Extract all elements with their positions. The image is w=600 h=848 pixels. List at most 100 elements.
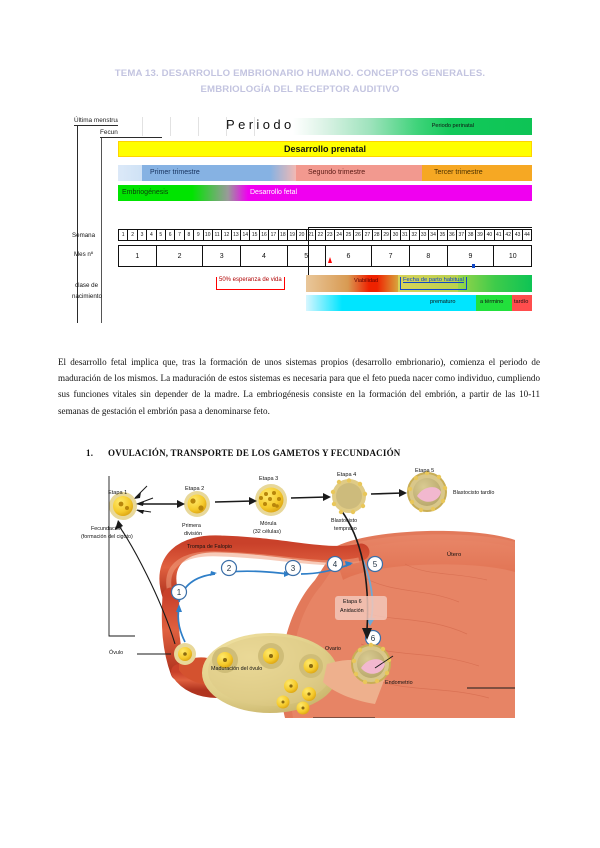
segment-parto-green	[458, 275, 532, 292]
week-cell: 24	[335, 230, 345, 240]
row-embriogenesis: Embriogénesis Desarrollo fetal	[118, 185, 532, 201]
month-cell: 3	[203, 246, 242, 266]
week-cell: 6	[166, 230, 176, 240]
segment-label-segundo-trimestre: Segundo trimestre	[308, 168, 366, 176]
stage-4-early-blastocyst	[330, 478, 368, 515]
svg-text:6: 6	[371, 634, 376, 643]
week-cell: 40	[485, 230, 495, 240]
week-cell: 1	[119, 230, 129, 240]
path-markers	[170, 555, 384, 647]
segment-embriogenesis-fade	[192, 185, 228, 201]
stage-3-caption-line2: (32 células)	[253, 529, 281, 535]
week-cell: 35	[438, 230, 448, 240]
week-cell: 16	[260, 230, 270, 240]
row-viabilidad: 50% esperanza de vida Viabilidad Fecha d…	[118, 275, 532, 292]
week-cell: 26	[354, 230, 364, 240]
svg-text:1: 1	[177, 588, 182, 597]
label-utero: Útero	[447, 552, 462, 558]
birth-axis-label-line2: nacimiento	[72, 293, 102, 300]
stage-2-title: Etapa 2	[185, 486, 205, 492]
stage-2-caption-line2: división	[184, 531, 202, 537]
stage-1-caption-line2: (formación del cigoto)	[81, 534, 133, 540]
week-cell: 31	[401, 230, 411, 240]
stage-5-late-blastocyst	[407, 470, 448, 513]
page-title: TEMA 13. DESARROLLO EMBRIONARIO HUMANO. …	[55, 66, 545, 98]
week-cell: 3	[138, 230, 148, 240]
stage-2-two-cell	[184, 491, 210, 517]
red-marker-arrow-icon	[328, 257, 332, 263]
label-ovulo: Óvulo	[109, 650, 124, 656]
page-title-line2: EMBRIOLOGÍA DEL RECEPTOR AUDITIVO	[200, 83, 400, 95]
stage-3-title: Etapa 3	[259, 476, 279, 482]
svg-text:4: 4	[333, 560, 338, 569]
week-cell: 23	[326, 230, 335, 240]
segment-label-embriogenesis: Embriogénesis	[122, 188, 169, 196]
month-cell: 8	[410, 246, 448, 266]
week-cell: 13	[232, 230, 242, 240]
week-cell: 2	[128, 230, 138, 240]
week-cell: 44	[524, 231, 530, 238]
fallopian-tube	[159, 535, 370, 605]
week-cell: 34	[429, 230, 439, 240]
segment-tardio	[512, 295, 532, 311]
segment-label-desarrollo-fetal: Desarrollo fetal	[250, 188, 298, 196]
segment-viabilidad-gradient	[348, 275, 398, 292]
week-cell: 28	[373, 230, 382, 240]
segment-periodo-perinatal: Periodo perinatal	[293, 118, 532, 135]
week-cell: 32	[410, 230, 420, 240]
stage-1-title: Etapa 1	[108, 490, 128, 496]
week-cell: 43	[513, 230, 523, 240]
section-heading-text: OVULACIÓN, TRANSPORTE DE LOS GAMETOS Y F…	[108, 448, 401, 458]
week-cell: 17	[269, 230, 279, 240]
birth-axis-label-line1: clase de	[75, 282, 99, 289]
week-cell: 8	[185, 230, 195, 240]
segment-parto-gradient	[398, 275, 458, 292]
segment-a-termino	[476, 295, 512, 311]
svg-text:2: 2	[227, 564, 232, 573]
month-cell: 6	[326, 246, 373, 266]
row-desarrollo-prenatal: Desarrollo prenatal	[118, 141, 532, 157]
segment-label-tercer-trimestre: Tercer trimestre	[434, 168, 483, 176]
segment-label-tardio: tardío	[514, 299, 529, 305]
fecundacion-tick	[101, 138, 102, 323]
segment-desarrollo-fetal	[248, 185, 532, 201]
week-cell: 20	[297, 230, 307, 240]
section-heading: 1.OVULACIÓN, TRANSPORTE DE LOS GAMETOS Y…	[86, 448, 400, 458]
month-cell: 1	[119, 246, 157, 266]
months-axis-label: Mes nº	[74, 251, 94, 258]
stage-3-morula	[255, 484, 287, 516]
month-cell: 5	[288, 246, 326, 266]
segment-primer-trimestre	[142, 165, 270, 181]
week-cell: 25	[344, 230, 354, 240]
blue-marker-tick-icon	[472, 264, 475, 268]
implantation-stage-title: Etapa 6	[343, 599, 362, 605]
week-cell: 41	[495, 230, 505, 240]
week-cell: 11	[213, 230, 223, 240]
week-cell: 10	[204, 230, 213, 240]
month-cell: 7	[372, 246, 410, 266]
month-cell: 2	[157, 246, 204, 266]
birth-bracket-horizontal	[308, 227, 532, 228]
week-cell: 30	[391, 230, 401, 240]
segment-embriogenesis	[118, 185, 192, 201]
row-trimestres: Primer trimestre Segundo trimestre Terce…	[118, 165, 532, 181]
stage-5-title: Etapa 5	[415, 468, 435, 474]
segment-fetal-fade	[228, 185, 248, 201]
week-cell: 21	[307, 230, 317, 240]
stage-1-zygote	[109, 485, 154, 520]
segment-segundo-trimestre	[296, 165, 422, 181]
week-cell: 4	[147, 230, 157, 240]
birth-bracket-vertical	[308, 227, 309, 275]
week-cell: 18	[279, 230, 289, 240]
chart-title: Periodos	[226, 117, 305, 132]
label-trompa-de-falopio: Trompa de Falopio	[187, 544, 233, 550]
week-cell: 39	[476, 230, 486, 240]
annotation-50-esperanza-de-vida: 50% esperanza de vida	[216, 277, 285, 290]
week-cell: 33	[420, 230, 429, 240]
stage-4-caption-line2: temprano	[334, 526, 357, 532]
week-cell: 9	[194, 230, 204, 240]
stage-4-caption-line1: Blastocisto	[331, 518, 358, 524]
segment-label-prematuro: prematuro	[430, 299, 456, 305]
implantation-callout	[335, 596, 387, 620]
